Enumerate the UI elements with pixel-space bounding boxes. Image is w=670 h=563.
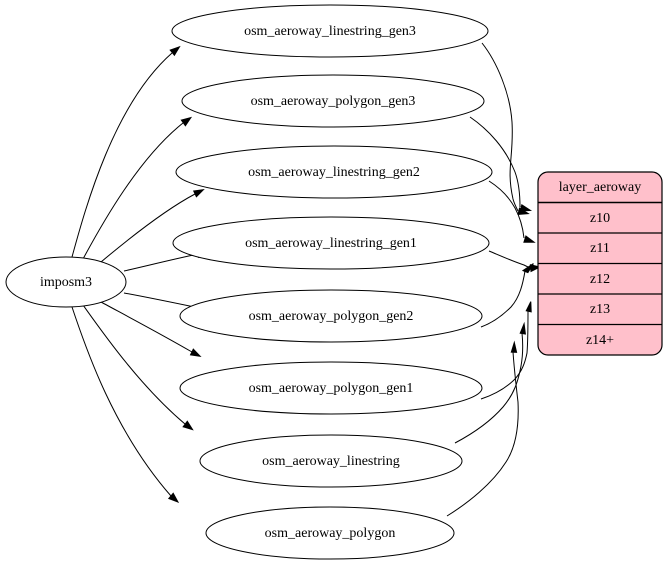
node-osm-aeroway-polygon-gen1[interactable]: osm_aeroway_polygon_gen1 <box>179 361 483 415</box>
node-osm-aeroway-linestring-gen3[interactable]: osm_aeroway_linestring_gen3 <box>171 4 489 58</box>
edge-polygon-gen1-to-z12 <box>480 301 532 400</box>
node-osm-aeroway-linestring[interactable]: osm_aeroway_linestring <box>199 434 463 488</box>
node-ellipse-label: osm_aeroway_linestring_gen2 <box>248 165 420 180</box>
edge-imposm3-to-linestring <box>82 304 194 431</box>
layer-table-row-z11[interactable]: z11 <box>590 241 610 256</box>
node-osm-aeroway-polygon-gen2[interactable]: osm_aeroway_polygon_gen2 <box>179 289 483 343</box>
node-osm-aeroway-linestring-gen2[interactable]: osm_aeroway_linestring_gen2 <box>175 145 493 199</box>
node-ellipse-label: osm_aeroway_polygon <box>265 526 396 541</box>
node-ellipse-shape[interactable] <box>179 289 483 343</box>
node-ellipse-shape[interactable] <box>199 434 463 488</box>
node-ellipse-shape[interactable] <box>172 216 490 270</box>
node-osm-aeroway-polygon-gen3[interactable]: osm_aeroway_polygon_gen3 <box>181 74 485 128</box>
edge-imposm3-to-polygon-gen3 <box>82 116 193 260</box>
edge-linestring-to-z13 <box>454 321 526 444</box>
edge-imposm3-to-polygon <box>71 306 180 503</box>
layer-table-row-z14plus[interactable]: z14+ <box>586 333 614 348</box>
node-imposm3[interactable]: imposm3 <box>5 256 127 308</box>
edge-imposm3-to-polygon-gen1 <box>100 301 202 358</box>
node-imposm3-shape[interactable] <box>5 256 127 308</box>
node-ellipse-label: osm_aeroway_linestring_gen1 <box>245 236 417 251</box>
edge-group-tables-to-layer <box>446 42 542 517</box>
node-ellipse-label: osm_aeroway_polygon_gen1 <box>249 381 414 396</box>
node-ellipse-label: osm_aeroway_linestring_gen3 <box>244 24 416 39</box>
edge-linestring-gen2-to-z11 <box>488 180 536 243</box>
node-ellipse-shape[interactable] <box>175 145 493 199</box>
node-imposm3-label: imposm3 <box>40 275 92 290</box>
node-ellipse-shape[interactable] <box>179 361 483 415</box>
node-ellipse-shape[interactable] <box>205 506 455 560</box>
edge-polygon-to-z14 <box>446 340 519 517</box>
edge-linestring-gen1-to-z12 <box>488 250 542 273</box>
node-layer-aeroway-table[interactable]: layer_aeroway z10 z11 z12 z13 z14+ <box>537 171 663 356</box>
node-ellipse-shape[interactable] <box>171 4 489 58</box>
node-osm-aeroway-linestring-gen1[interactable]: osm_aeroway_linestring_gen1 <box>172 216 490 270</box>
edge-linestring-gen3-to-z10 <box>481 42 530 216</box>
layer-table-header-label: layer_aeroway <box>559 180 641 195</box>
node-osm-aeroway-polygon[interactable]: osm_aeroway_polygon <box>205 506 455 560</box>
node-ellipse-label: osm_aeroway_polygon_gen2 <box>249 309 414 324</box>
edge-imposm3-to-linestring-gen2 <box>100 189 205 263</box>
layer-table-row-z13[interactable]: z13 <box>590 302 610 317</box>
layer-table-row-z12[interactable]: z12 <box>590 272 610 287</box>
edge-polygon-gen2-to-z11 <box>480 263 534 328</box>
node-ellipse-label: osm_aeroway_polygon_gen3 <box>251 94 416 109</box>
edge-polygon-gen3-to-z10 <box>469 116 533 212</box>
node-ellipse-label: osm_aeroway_linestring <box>262 454 400 469</box>
edge-imposm3-to-linestring-gen3 <box>71 45 181 258</box>
layer-table-row-z10[interactable]: z10 <box>590 211 610 226</box>
node-ellipse-shape[interactable] <box>181 74 485 128</box>
